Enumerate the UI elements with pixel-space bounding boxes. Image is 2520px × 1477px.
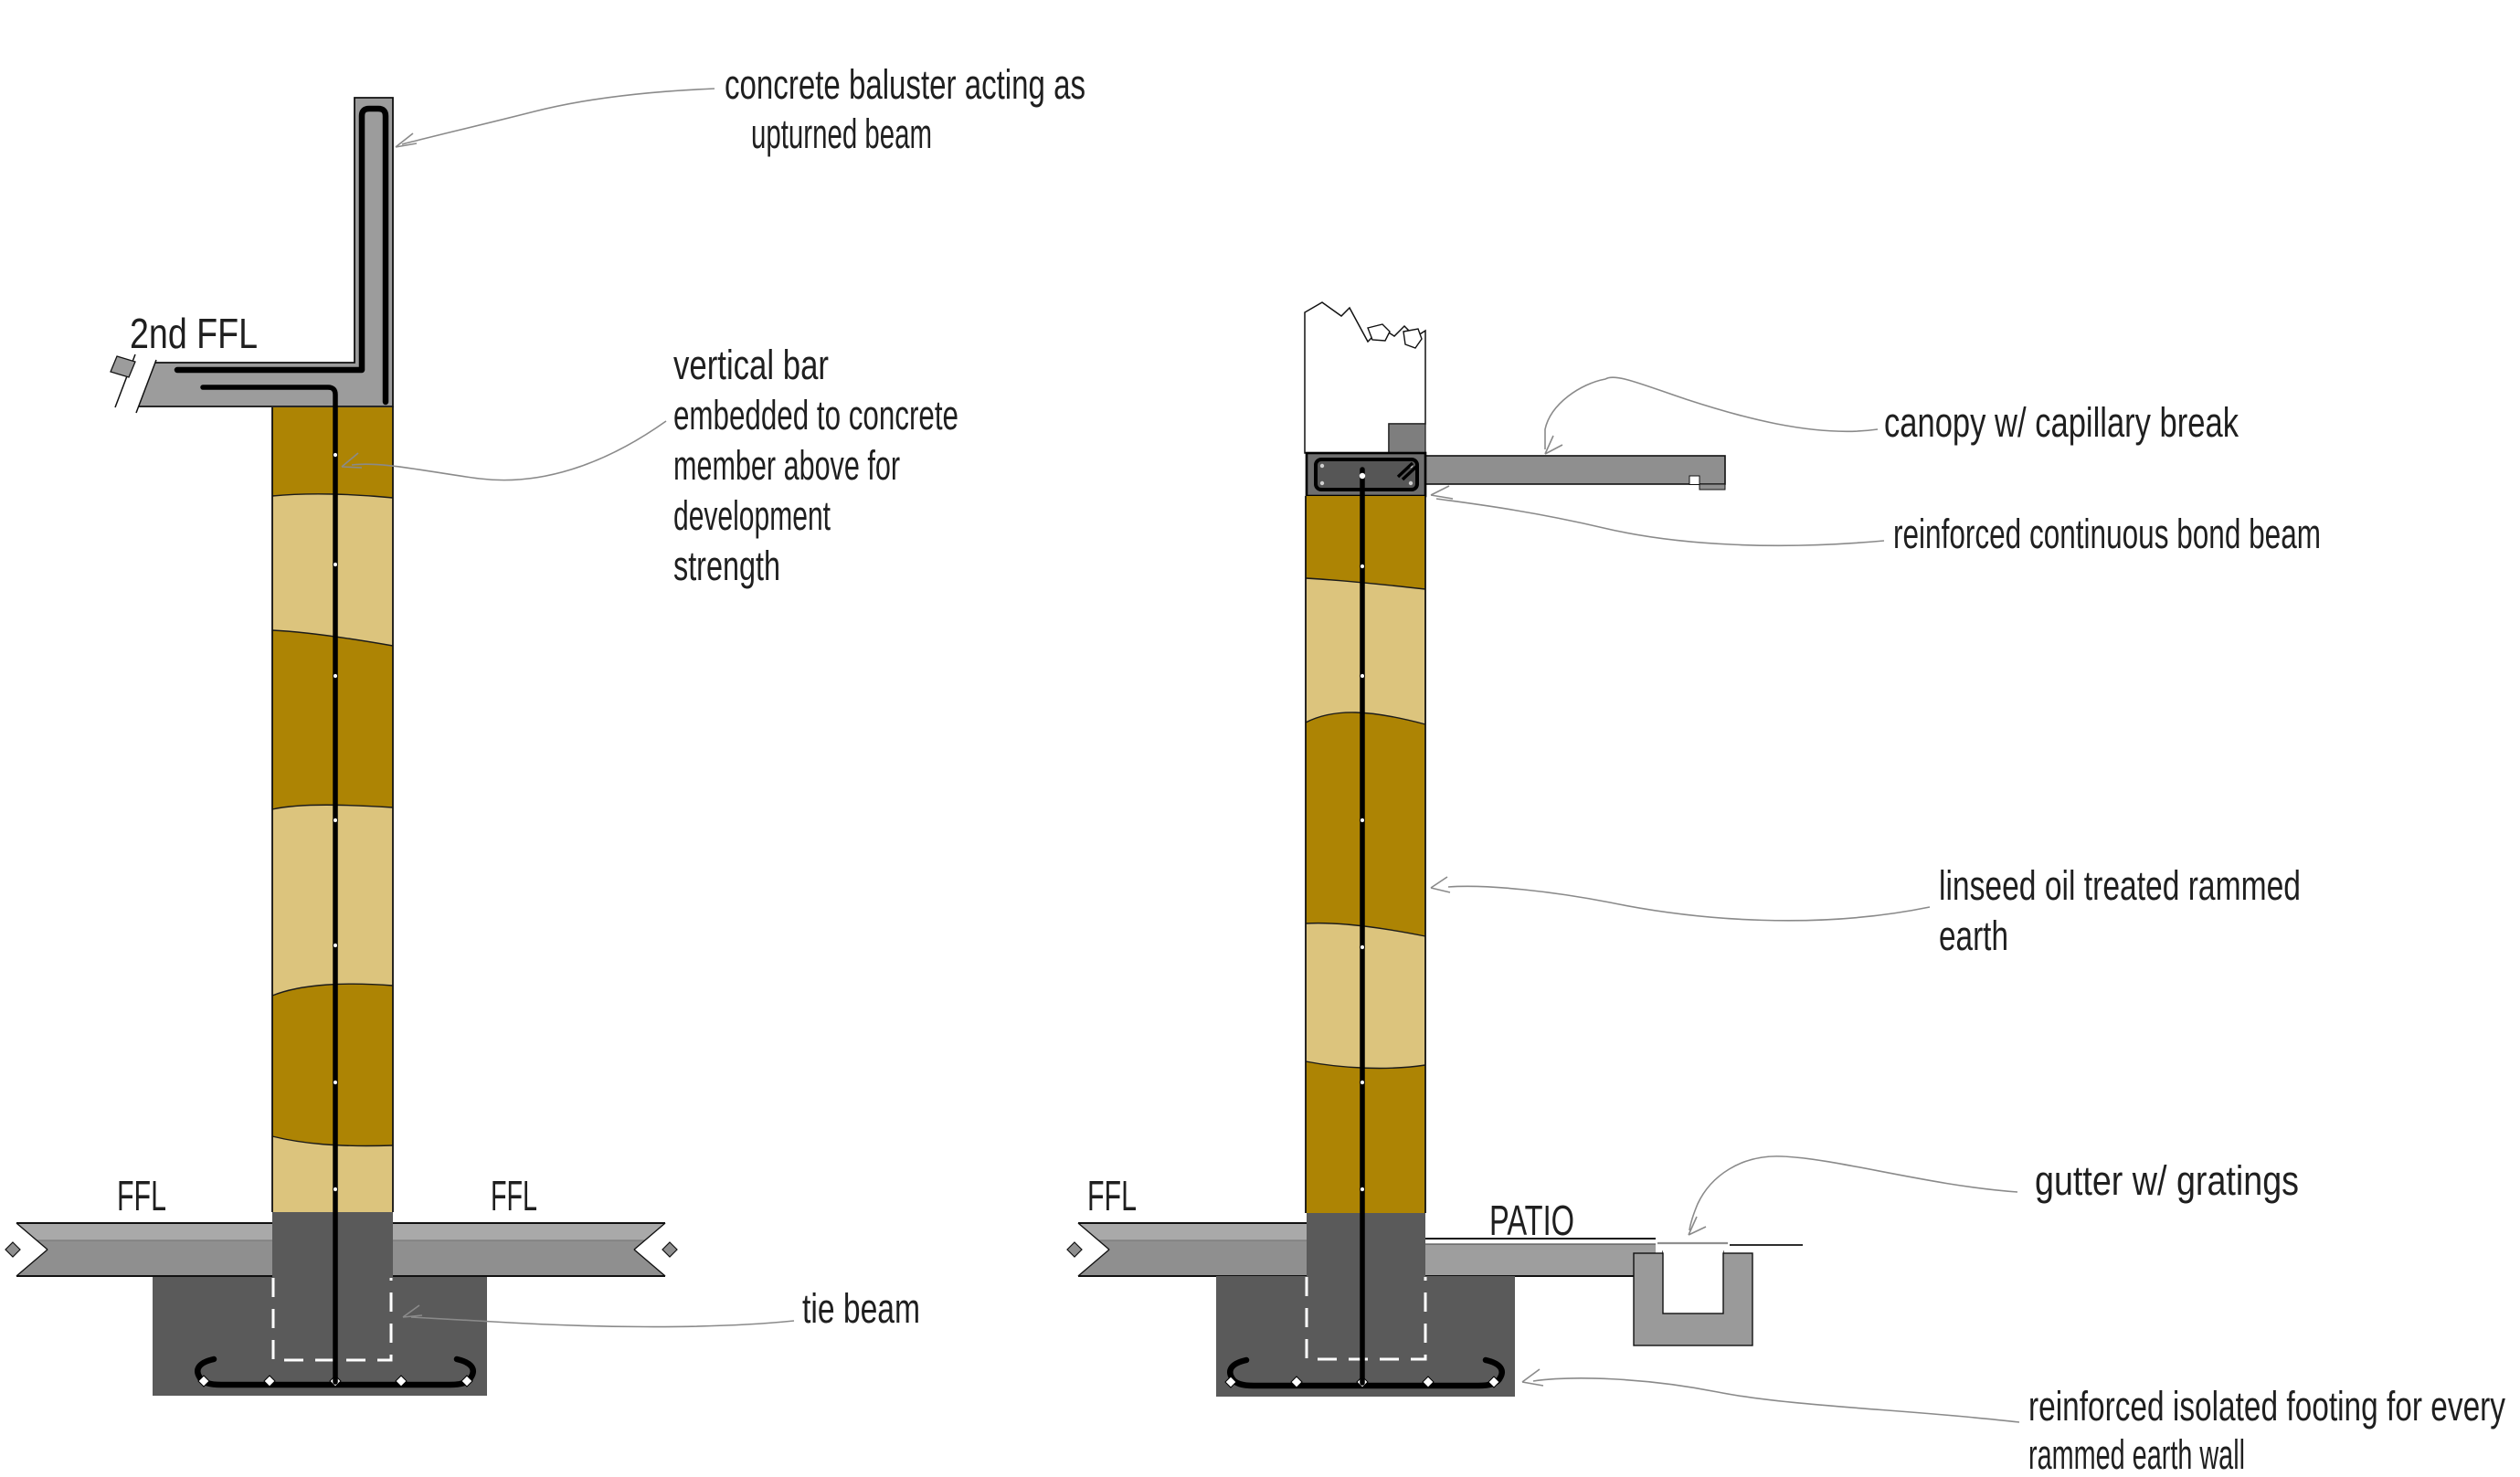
tie-beam-pedestal <box>272 1212 393 1277</box>
leader-tie-beam <box>402 1304 795 1328</box>
slab-break-notch <box>1066 1222 1110 1277</box>
leader-vertical-bar-arrowhead <box>341 452 363 469</box>
slab-break-notch-right <box>633 1222 678 1277</box>
rammed-earth-wall-right <box>1305 496 1426 1213</box>
vertical-bar-dots <box>332 451 339 1193</box>
isolated-footing-right <box>1216 1276 1515 1397</box>
bond-beam-center-dot <box>1359 472 1366 480</box>
pedestal-right <box>1307 1213 1425 1276</box>
left-wall-section <box>5 97 678 1396</box>
rebar-section-markers <box>197 1375 473 1387</box>
leader-gutter-arrowhead <box>1688 1216 1707 1236</box>
note-gutter: gutter w/ gratings <box>2035 1157 2299 1204</box>
note-tie-beam: tie beam <box>802 1285 920 1332</box>
label-ffl-right: FFL <box>491 1172 537 1219</box>
note-baluster-line1: concrete baluster acting as <box>725 61 1085 108</box>
note-bond-beam: reinforced continuous bond beam <box>1893 511 2321 557</box>
vertical-bar-dots-right <box>1359 563 1366 1193</box>
embedded-vertical-bar <box>200 385 338 1385</box>
leader-tie-beam-arrowhead <box>402 1304 423 1318</box>
note-vertical-bar-line4: development <box>673 492 831 539</box>
earth-band-dark-2 <box>1306 712 1425 936</box>
rammed-earth-wall-left <box>271 406 394 1212</box>
isolated-footing-left <box>153 1277 487 1396</box>
leader-vertical-bar <box>341 420 667 481</box>
leader-baluster-arrowhead <box>395 132 418 148</box>
note-vertical-bar-line1: vertical bar <box>673 342 829 388</box>
floor-slab-right-piece <box>393 1222 678 1277</box>
floor-slab-left-piece <box>5 1222 272 1277</box>
earth-band-dark-1 <box>1306 496 1425 589</box>
leader-bond-beam <box>1430 485 1885 547</box>
label-second-ffl: 2nd FFL <box>130 310 258 357</box>
label-ffl-left: FFL <box>117 1172 166 1219</box>
gutter <box>1633 1241 1803 1346</box>
earth-band-dark-3 <box>272 984 393 1146</box>
leader-footing <box>1521 1368 2020 1423</box>
leader-rammed-earth <box>1430 876 1931 922</box>
label-patio: PATIO <box>1489 1197 1574 1244</box>
slab-break-symbol <box>110 353 157 414</box>
note-footing-line1: reinforced isolated footing for every <box>2028 1383 2505 1430</box>
leader-bond-beam-arrowhead <box>1430 485 1454 500</box>
note-vertical-bar-line5: strength <box>673 543 780 589</box>
bond-beam-hook <box>1396 461 1419 481</box>
note-rammed-earth-line1: linseed oil treated rammed <box>1939 862 2301 909</box>
note-rammed-earth-line2: earth <box>1939 913 2008 959</box>
capillary-break-block <box>1388 423 1426 455</box>
earth-band-dark-1 <box>272 407 393 498</box>
note-vertical-bar-line3: member above for <box>673 442 900 489</box>
leader-rammed-earth-arrowhead <box>1430 876 1451 893</box>
footing-rebar-left <box>195 1356 476 1388</box>
leader-canopy-arrowhead <box>1544 435 1563 455</box>
note-canopy: canopy w/ capillary break <box>1884 399 2239 446</box>
gutter-channel <box>1662 1250 1724 1314</box>
second-floor-slab-and-baluster <box>129 97 394 407</box>
patio-slab <box>1425 1238 1656 1277</box>
leader-canopy <box>1544 376 1879 455</box>
slab-break-notch-left <box>5 1222 48 1277</box>
note-footing-line2: rammed earth wall <box>2028 1431 2245 1477</box>
leader-lines <box>341 88 2020 1423</box>
buried-wall-dashed-outline-right <box>1305 1277 1427 1361</box>
label-ffl-right-drawing: FFL <box>1087 1172 1137 1219</box>
note-baluster-line2: upturned beam <box>751 111 932 157</box>
leader-gutter <box>1688 1155 2018 1236</box>
bond-beam <box>1305 451 1427 498</box>
floor-slab-interior <box>1066 1222 1307 1277</box>
earth-band-dark-3 <box>1306 1061 1425 1213</box>
canopy-slab <box>1424 455 1726 491</box>
leader-footing-arrowhead <box>1521 1368 1544 1387</box>
buried-wall-dashed-outline <box>271 1278 393 1362</box>
drip-groove <box>1689 475 1700 485</box>
leader-baluster <box>395 88 715 148</box>
earth-band-dark-2 <box>272 630 393 809</box>
annotation-text: concrete baluster acting as upturned bea… <box>117 61 2505 1477</box>
note-vertical-bar-line2: embedded to concrete <box>673 392 958 438</box>
right-wall-section <box>1066 301 1803 1397</box>
baluster-rebar <box>174 105 389 406</box>
